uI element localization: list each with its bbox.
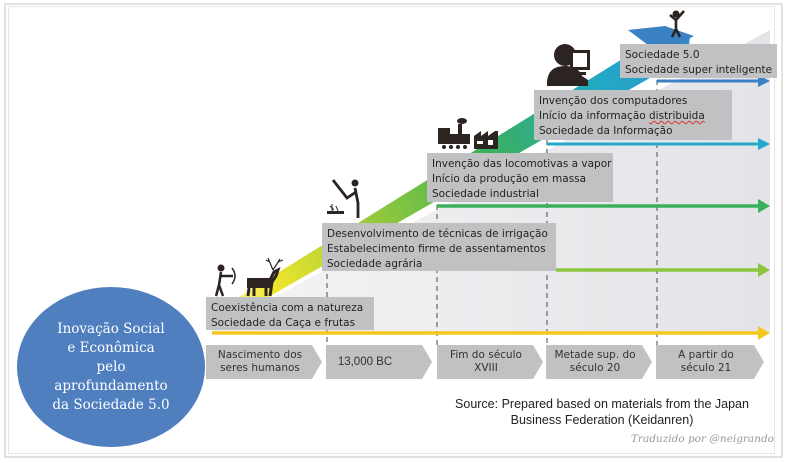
timeline-label: século 20: [569, 362, 621, 374]
locomotive-factory-icon: [438, 118, 498, 149]
person-computer-icon: [547, 44, 590, 86]
stage-box-hunting: Coexistência com a natureza Sociedade da…: [206, 297, 374, 330]
era-arrows: [212, 75, 770, 340]
timeline-label: Metade sup. do: [554, 349, 636, 361]
stage-industrial-line: Sociedade industrial: [432, 188, 539, 200]
timeline-label: século 21: [680, 362, 732, 374]
arrow-industrial: [437, 199, 770, 213]
stage-society5-line: Sociedade super inteligente: [625, 64, 773, 76]
timeline-label: A partir do: [678, 349, 734, 361]
circle-line: da Sociedade 5.0: [52, 396, 170, 413]
circle-line: pelo: [96, 358, 126, 375]
stage-agrarian-line: Estabelecimento firme de assentamentos: [327, 243, 546, 255]
circle-line: e Econômica: [67, 339, 155, 356]
stage-box-society5: Sociedade 5.0 Sociedade super inteligent…: [620, 44, 777, 78]
hunter-and-deer-icon: [214, 257, 284, 297]
stage-information-line: Invenção dos computadores: [539, 95, 688, 107]
timeline-label: 13,000 BC: [337, 355, 393, 368]
stage-industrial-line: Início da produção em massa: [432, 173, 587, 185]
farmer-icon: [327, 179, 360, 218]
spellcheck-word: distribuida: [649, 110, 705, 122]
center-circle: Inovação Social e Econômica pelo aprofun…: [17, 287, 205, 447]
timeline-label: Fim do século: [450, 349, 522, 361]
arrow-society5: [657, 75, 770, 87]
stage-information-line: Sociedade da Informação: [539, 125, 673, 137]
timeline-label: XVIII: [474, 362, 498, 374]
source-line: Business Federation (Keidanren): [510, 413, 694, 427]
timeline-label: Nascimento dos: [217, 349, 303, 361]
timeline-label: seres humanos: [220, 362, 300, 374]
source-line: Source: Prepared based on materials from…: [455, 397, 749, 411]
figure-inner-border: [8, 6, 775, 454]
stage-agrarian-line: Sociedade agrária: [327, 258, 423, 270]
stage-box-industrial: Invenção das locomotivas a vapor Início …: [427, 153, 613, 202]
stage-hunting-line: Sociedade da Caça e frutas: [211, 317, 356, 329]
arrow-agrarian: [556, 263, 770, 277]
timeline-step: 13,000 BC: [326, 345, 432, 379]
stage-box-information: Invenção dos computadores Início da info…: [534, 90, 732, 140]
stage-information-text: Início da informação distribuida: [539, 110, 705, 122]
source-note: Source: Prepared based on materials from…: [440, 396, 764, 428]
stage-industrial-line: Invenção das locomotivas a vapor: [432, 158, 612, 170]
stage-box-agrarian: Desenvolvimento de técnicas de irrigação…: [322, 223, 556, 271]
circle-line: aprofundamento: [54, 377, 168, 394]
stage-hunting-line: Coexistência com a natureza: [211, 302, 364, 314]
arrow-information: [547, 138, 770, 150]
stage-agrarian-line: Desenvolvimento de técnicas de irrigação: [327, 228, 548, 240]
cheering-person-icon: [669, 10, 685, 38]
translator-credit: Traduzido por @neigrando: [630, 433, 774, 445]
stage-society5-line: Sociedade 5.0: [625, 49, 700, 61]
stage-information-line: Início da informação distribuida: [539, 109, 727, 124]
circle-line: Inovação Social: [57, 320, 165, 337]
arrow-hunting: [212, 326, 770, 340]
